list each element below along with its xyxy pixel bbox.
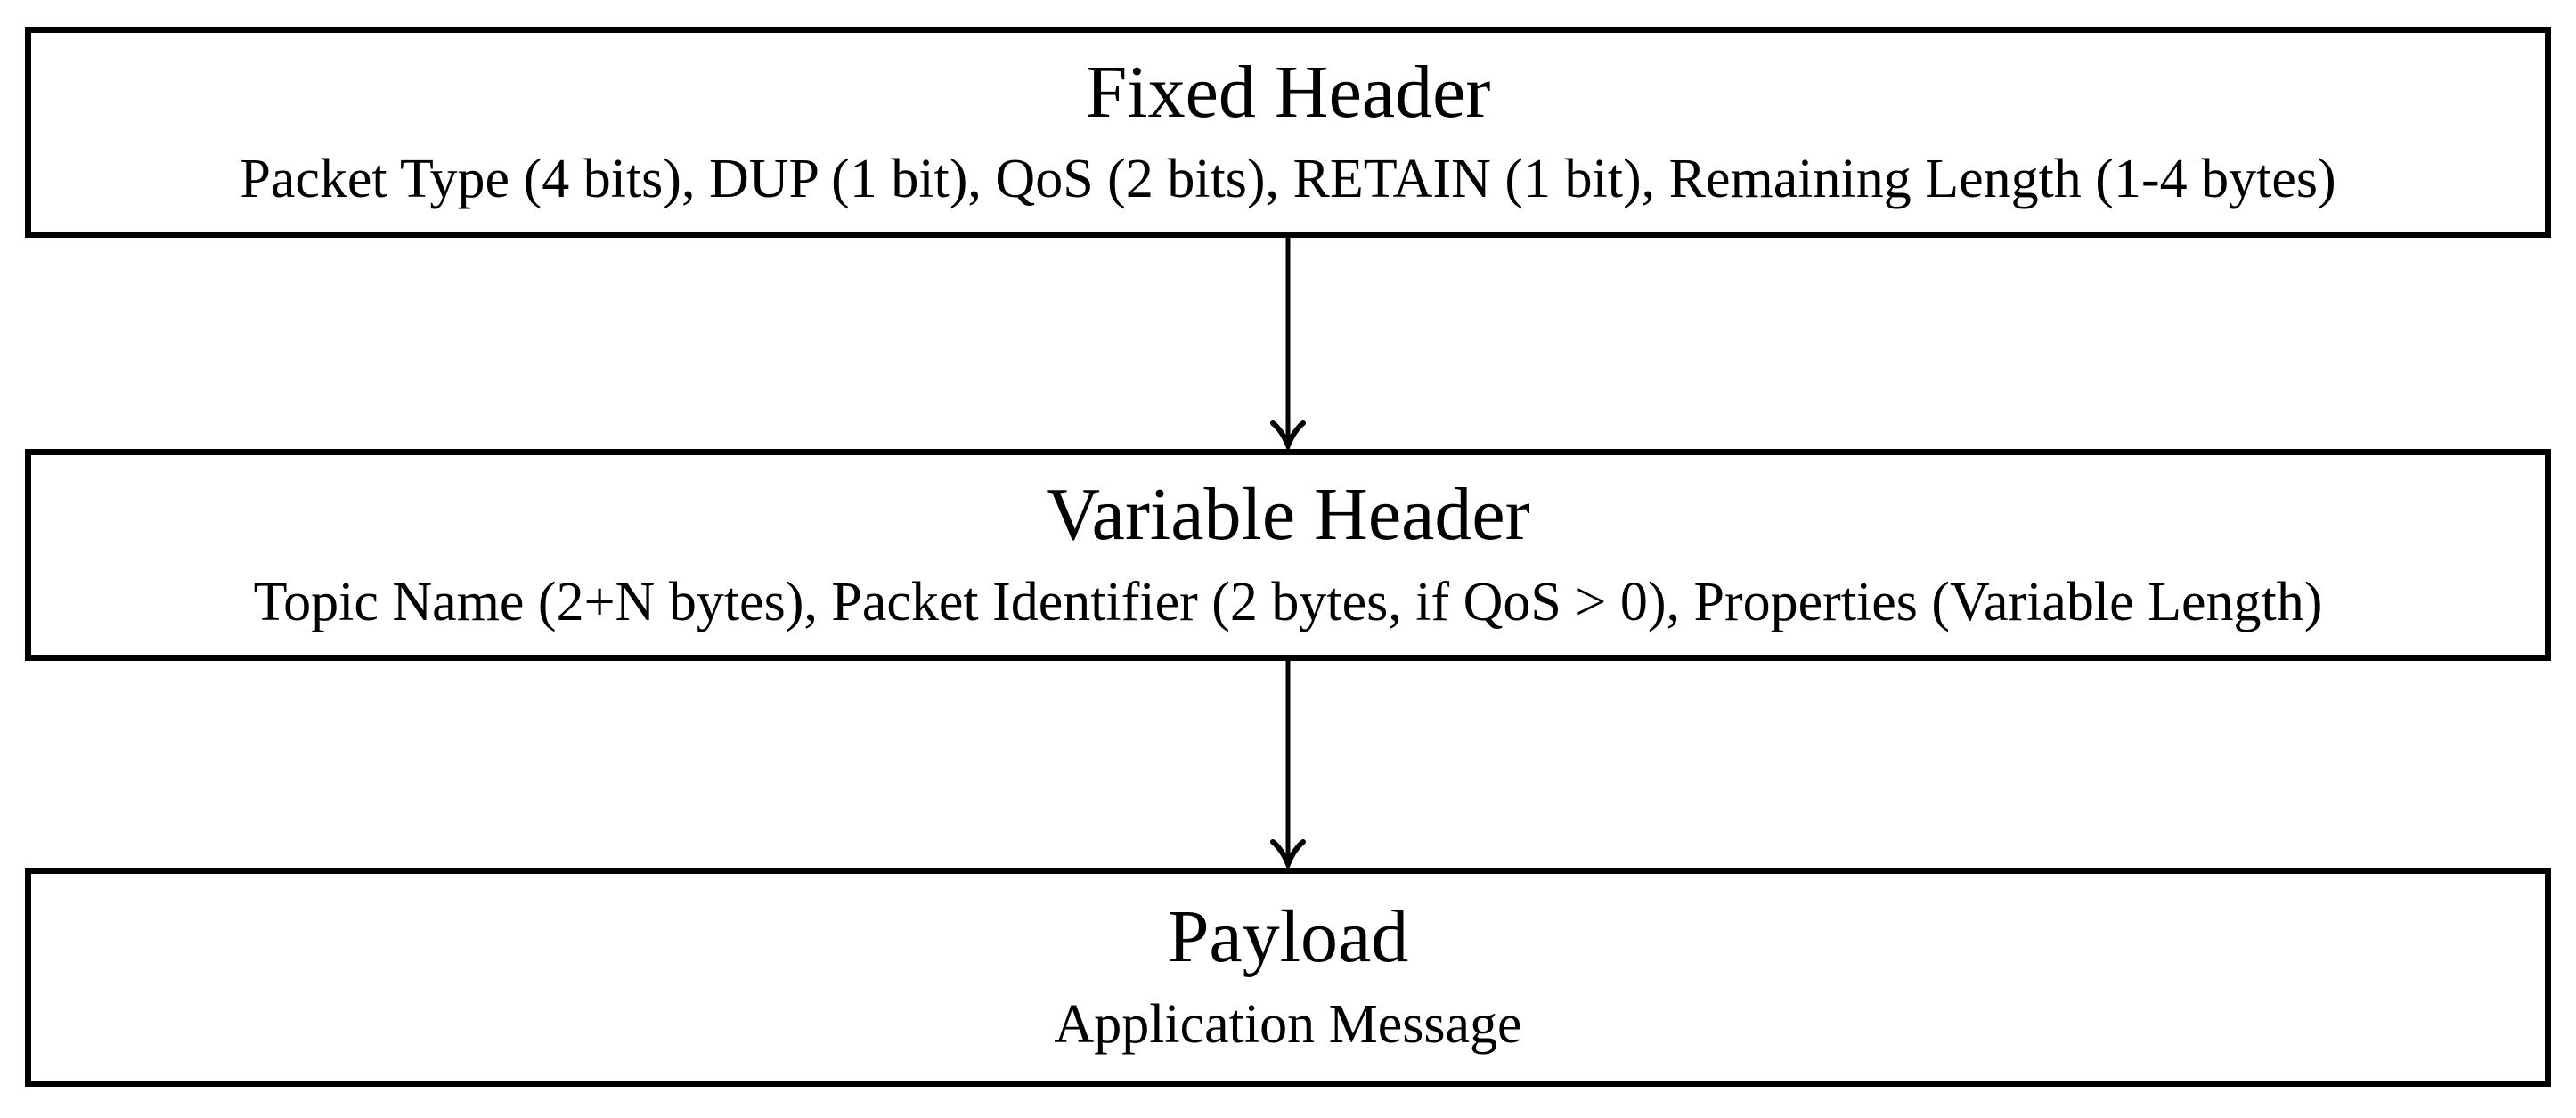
variable-header-box: Variable Header Topic Name (2+N bytes), … <box>25 449 2551 661</box>
variable-header-title: Variable Header <box>1046 473 1530 557</box>
payload-box: Payload Application Message <box>25 868 2551 1087</box>
fixed-header-fields: Packet Type (4 bits), DUP (1 bit), QoS (… <box>240 149 2336 210</box>
arrow-down-icon <box>1270 238 1306 449</box>
fixed-header-title: Fixed Header <box>1085 50 1491 134</box>
fixed-header-box: Fixed Header Packet Type (4 bits), DUP (… <box>25 27 2551 238</box>
payload-title: Payload <box>1167 895 1409 979</box>
arrow-down-icon <box>1270 661 1306 868</box>
payload-fields: Application Message <box>1054 993 1522 1055</box>
variable-header-fields: Topic Name (2+N bytes), Packet Identifie… <box>253 571 2323 632</box>
